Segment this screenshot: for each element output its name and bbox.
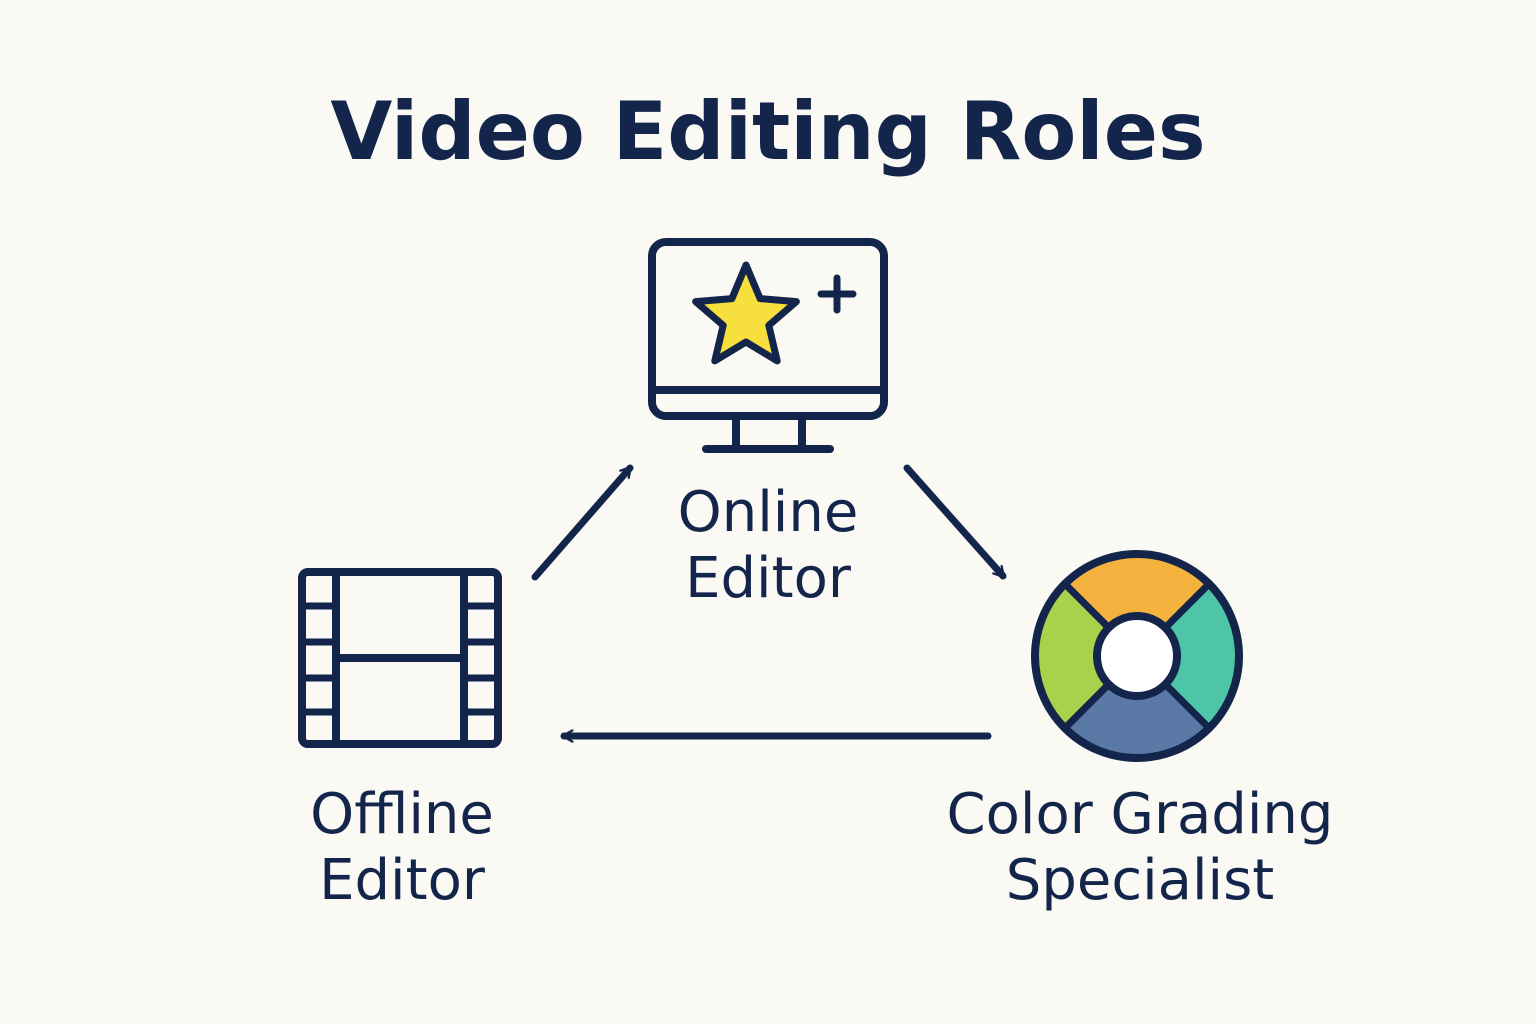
offline-editor-label: Offline Editor	[202, 782, 602, 914]
offline-editor-label-line1: Offline	[310, 782, 494, 847]
online-editor-label-line1: Online	[677, 480, 859, 545]
film-strip-icon	[298, 568, 502, 748]
wheel-center-hole	[1093, 612, 1181, 700]
monitor-star-plus-icon	[648, 238, 888, 453]
online-editor-label: Online Editor	[568, 480, 968, 612]
color-grading-label: Color Grading Specialist	[880, 782, 1400, 914]
arrow-online-to-color	[903, 464, 1007, 580]
diagram-title: Video Editing Roles	[330, 85, 1206, 178]
arrow-offline-to-online	[531, 464, 634, 581]
color-grading-label-line2: Specialist	[1005, 848, 1275, 913]
offline-editor-label-line2: Editor	[319, 848, 485, 913]
plus-icon	[817, 274, 857, 314]
color-wheel-icon	[1031, 550, 1243, 762]
wheel-outer-ring	[1031, 550, 1243, 762]
star-icon	[692, 261, 800, 365]
online-editor-label-line2: Editor	[685, 546, 851, 611]
color-grading-label-line1: Color Grading	[946, 782, 1334, 847]
